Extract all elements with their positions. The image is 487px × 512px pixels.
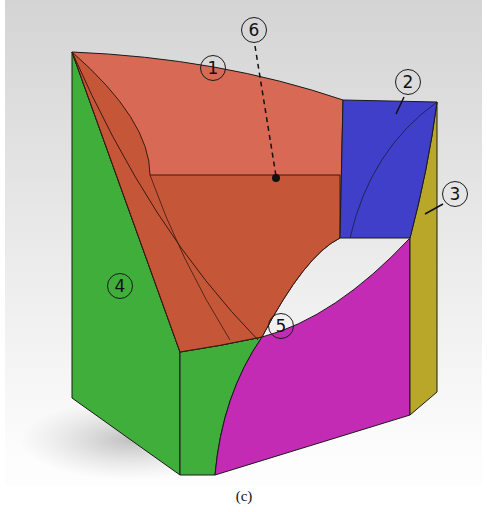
surface-6	[72, 52, 340, 352]
callout-number: 4	[107, 273, 133, 299]
callout-number: 6	[241, 17, 267, 43]
figure-caption: (c)	[236, 488, 253, 505]
background	[5, 0, 482, 485]
leader-line	[396, 97, 404, 114]
inner-edge	[72, 52, 258, 340]
leader-line	[255, 46, 276, 176]
leader-line	[425, 204, 443, 214]
callout-number: 3	[442, 181, 468, 207]
inner-edge	[150, 175, 230, 340]
callout-number: 1	[200, 55, 226, 81]
leader-dot	[272, 174, 280, 182]
surface-2	[340, 100, 437, 238]
surface-1	[72, 52, 343, 352]
callout-number: 5	[268, 313, 294, 339]
callout-number: 2	[395, 69, 421, 95]
inner-edge	[350, 102, 437, 238]
